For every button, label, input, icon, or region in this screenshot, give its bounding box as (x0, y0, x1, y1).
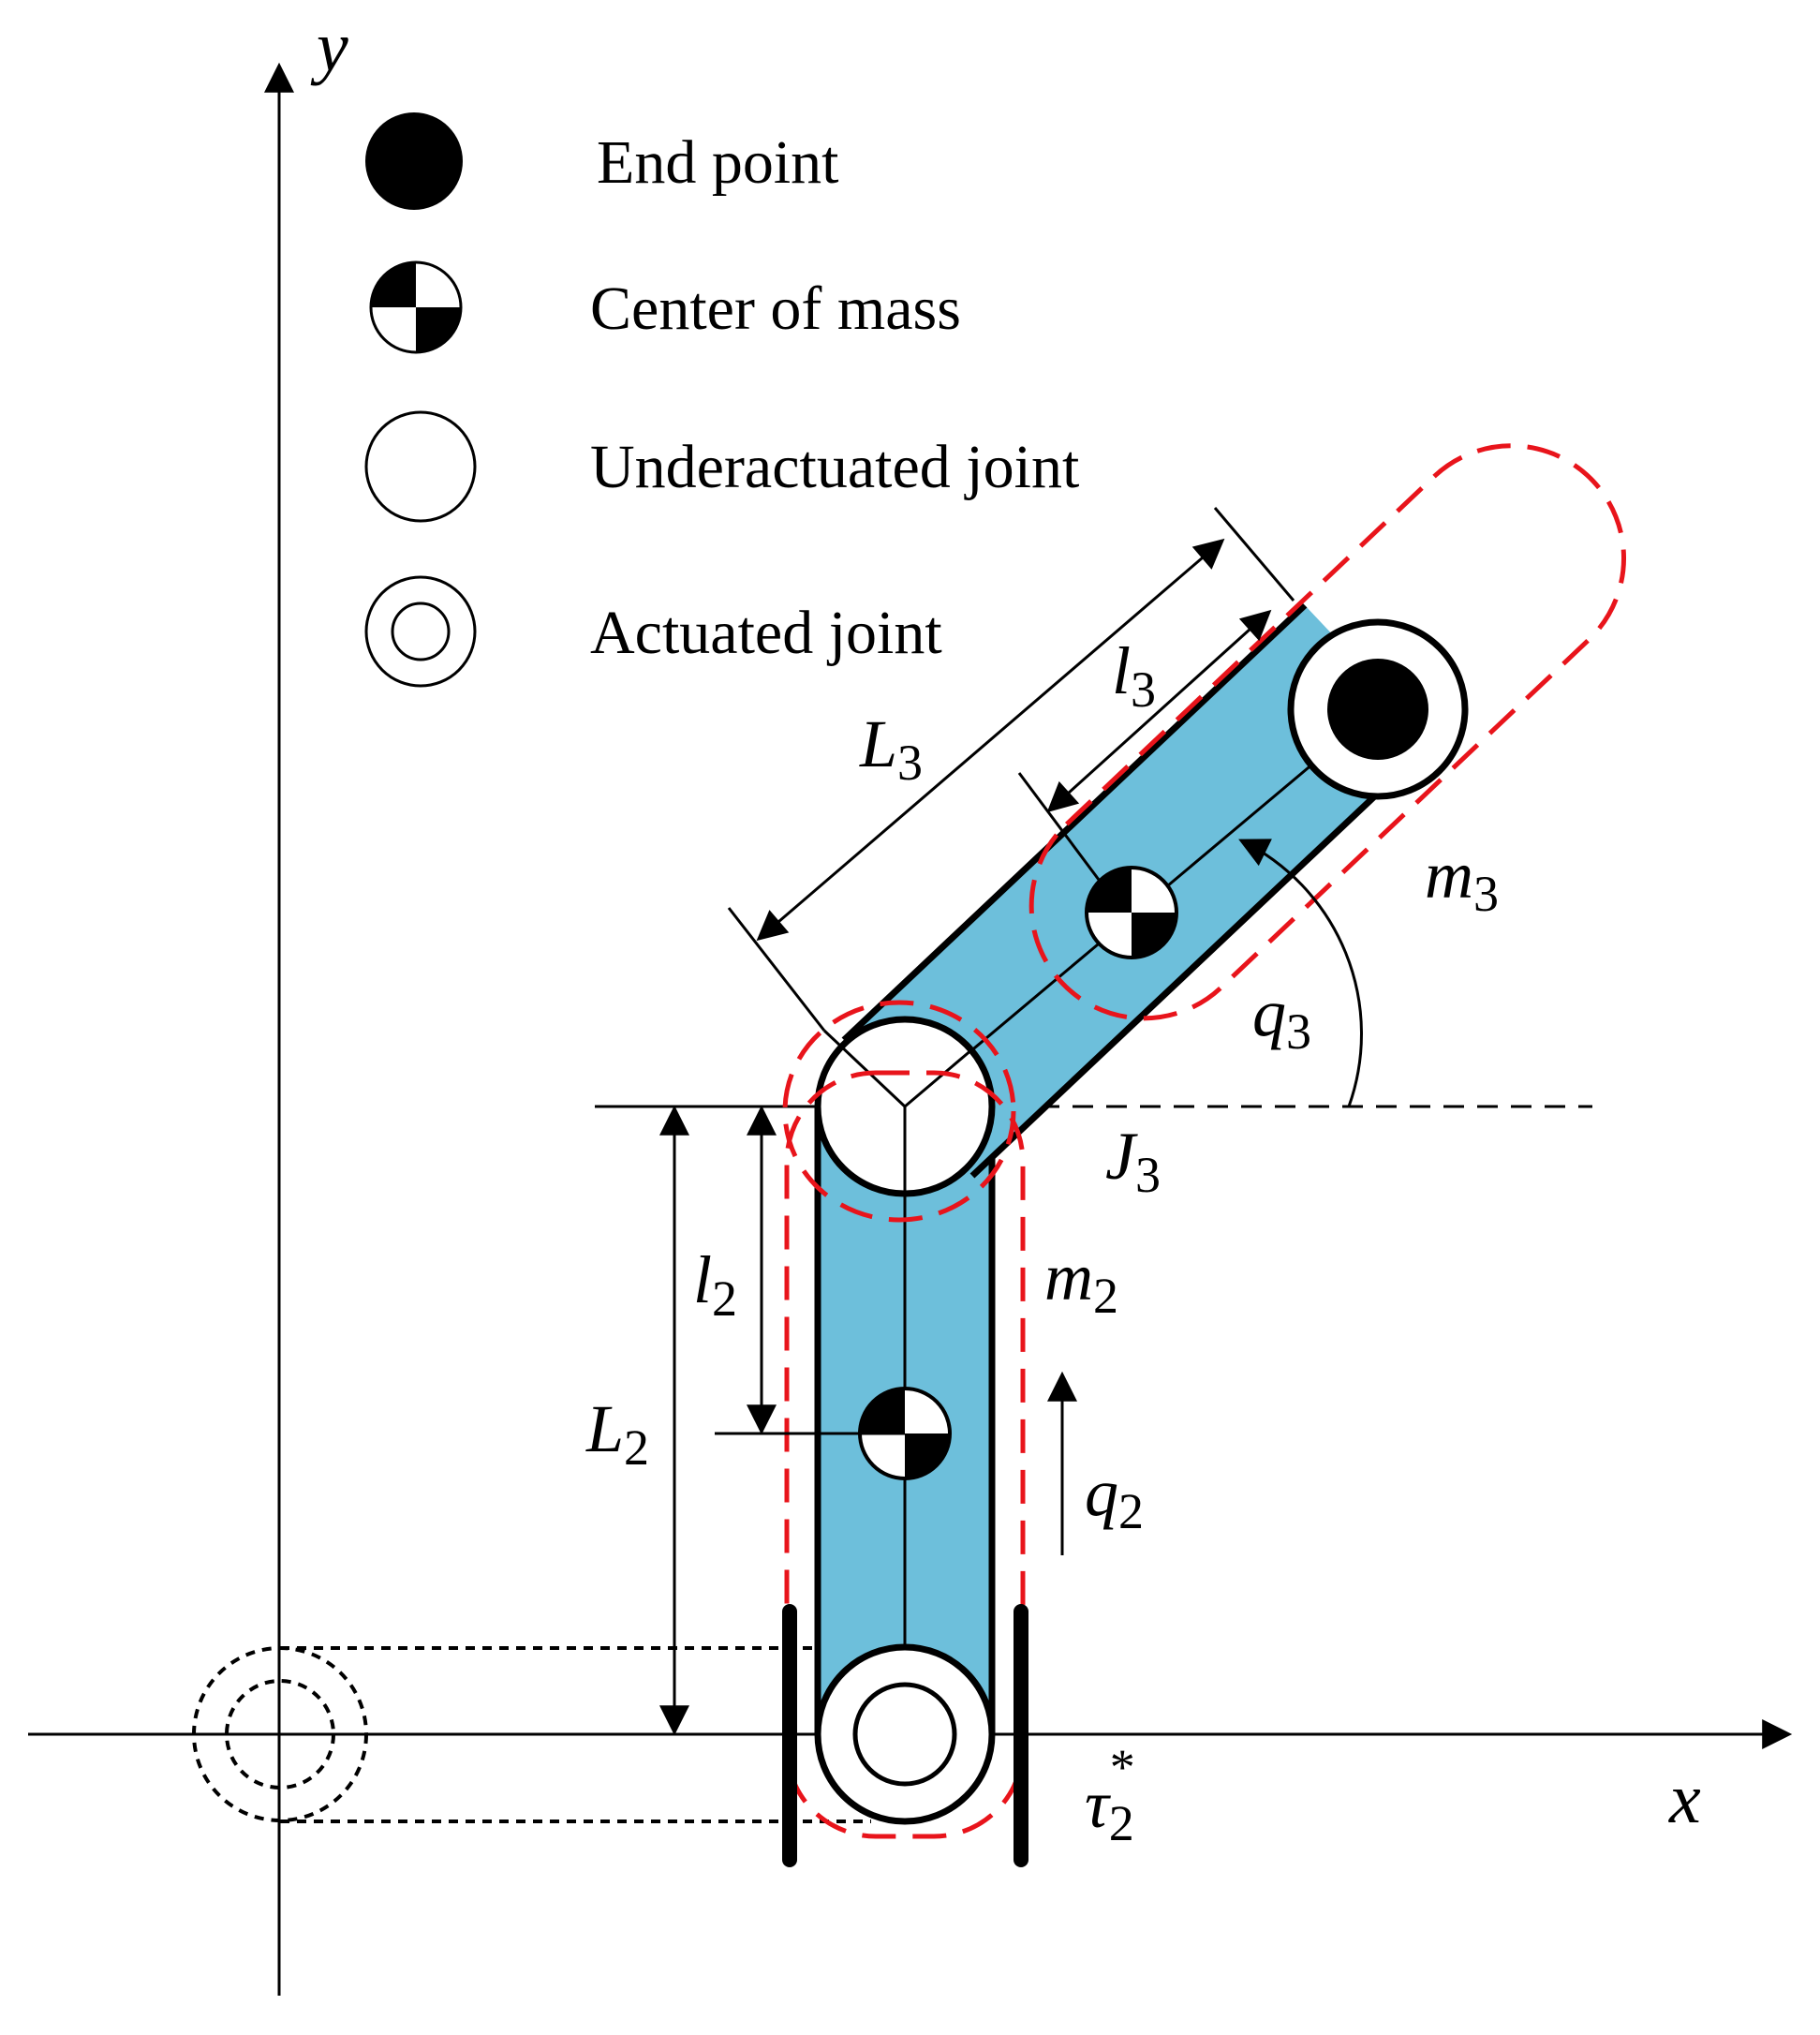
legend-underactuated-joint: Underactuated joint (590, 433, 1079, 501)
end-point-joint (1287, 618, 1469, 800)
j3-envelope (782, 1000, 1016, 1223)
math-labels: L3 l3 m3 q3 J3 l2 m2 L2 q2 τ2* (585, 633, 1499, 1851)
open-circle-icon (364, 410, 477, 523)
label-l3: l3 (1112, 633, 1156, 718)
label-l2: l2 (693, 1242, 737, 1327)
link-2-envelope (784, 1070, 1026, 1839)
y-axis-label: y (310, 7, 348, 86)
base-joint-projection (192, 1646, 871, 1823)
label-m3: m3 (1425, 838, 1499, 922)
label-J3: J3 (1105, 1119, 1161, 1203)
legend-center-of-mass: Center of mass (590, 275, 961, 343)
l3-extension-start (727, 907, 826, 1032)
actuated-joint-base (814, 1643, 996, 1825)
l3-dimension-arrow (1046, 609, 1272, 813)
label-m2: m2 (1044, 1240, 1118, 1324)
axes: y x (28, 7, 1793, 1996)
end-point-marker (1327, 659, 1428, 760)
filled-circle-icon (365, 112, 463, 210)
center-of-mass-icon (369, 260, 463, 354)
label-L3: L3 (859, 706, 923, 791)
underactuated-joint-j3 (814, 1016, 996, 1197)
legend-end-point: End point (597, 128, 839, 197)
x-axis-label: x (1668, 1760, 1701, 1838)
legend: End point Center of mass Underactuated j… (364, 112, 1079, 688)
dimension-l3 (727, 507, 1295, 1032)
l3-com-extension (1017, 772, 1112, 896)
L3-dimension-arrow (756, 538, 1225, 942)
l3-extension-end (1213, 507, 1295, 602)
q3-arc (1238, 839, 1363, 1107)
label-q2: q2 (1085, 1455, 1144, 1539)
label-q3: q3 (1252, 975, 1311, 1060)
double-circle-icon (364, 575, 477, 688)
label-L2: L2 (585, 1391, 649, 1476)
legend-actuated-joint: Actuated joint (590, 599, 942, 667)
label-tau2: τ2* (1085, 1739, 1135, 1851)
dimension-l2 (659, 1105, 905, 1736)
